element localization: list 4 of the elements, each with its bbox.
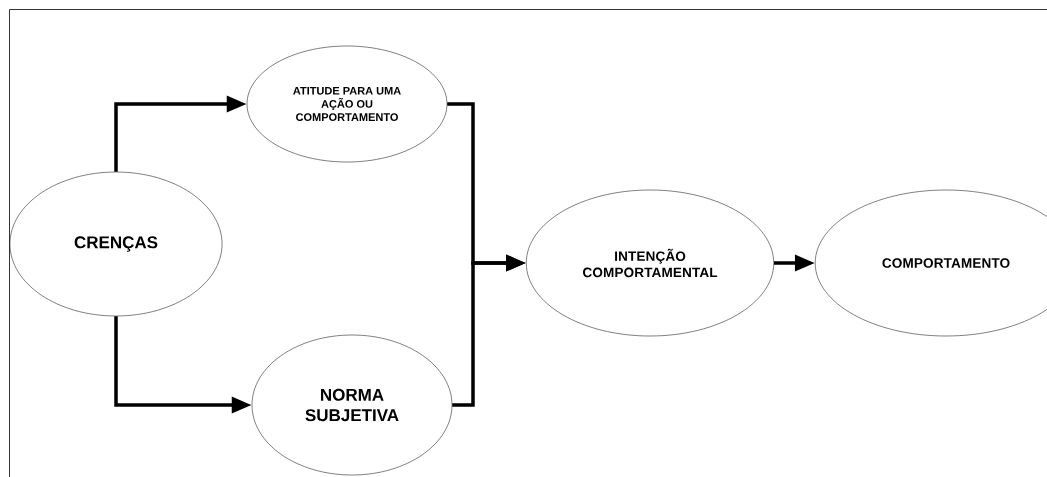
ellipse-node: CRENÇAS [9,171,223,317]
ellipse-node: NORMA SUBJETIVA [251,334,453,476]
ellipse-node: ATITUDE PARA UMA AÇÃO OU COMPORTAMENTO [246,45,448,163]
ellipse-node: INTENÇÃO COMPORTAMENTAL [526,189,774,337]
